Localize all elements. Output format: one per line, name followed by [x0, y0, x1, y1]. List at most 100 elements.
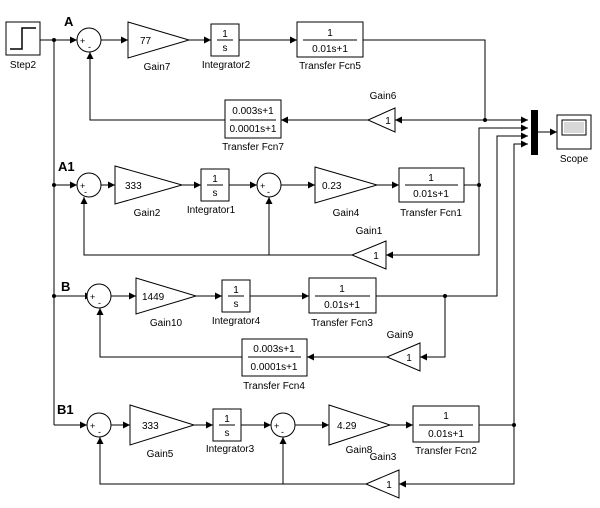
- gain-block-gain3[interactable]: 1 Gain3: [364, 452, 400, 499]
- tf-den: 0.01s+1: [428, 429, 464, 440]
- scope-block[interactable]: Scope: [556, 114, 592, 165]
- gain-block-gain6[interactable]: 1 Gain6: [366, 91, 397, 133]
- tf-num: 1: [443, 411, 449, 422]
- integrator-label: Integrator1: [187, 205, 236, 216]
- gain-block-gain4[interactable]: 0.23 Gain4: [314, 166, 379, 219]
- integrator-den: s: [223, 43, 228, 54]
- row-label-a1: A1: [58, 159, 75, 174]
- tf-den: 0.0001s+1: [230, 124, 277, 135]
- gain-label: Gain6: [370, 91, 397, 102]
- gain-label: Gain1: [356, 226, 383, 237]
- integrator-label: Integrator4: [212, 316, 261, 327]
- scope-label: Scope: [560, 154, 589, 165]
- transfer-fcn-block-fcn1[interactable]: 1 0.01s+1 Transfer Fcn1: [398, 167, 465, 219]
- sum-sign-plus: +: [260, 181, 265, 191]
- gain-label: Gain10: [150, 318, 183, 329]
- tf-den: 0.01s+1: [312, 44, 348, 55]
- sum-sign-minus: -: [98, 298, 101, 308]
- sum-block-b1[interactable]: + -: [86, 412, 112, 438]
- transfer-fcn-block-fcn2[interactable]: 1 0.01s+1 Transfer Fcn2: [412, 405, 480, 457]
- gain-value: 1: [373, 251, 379, 262]
- row-label-b1: B1: [57, 402, 74, 417]
- gain-label: Gain8: [346, 445, 373, 456]
- sum-sign-plus: +: [80, 181, 85, 191]
- gain-block-gain7[interactable]: 77 Gain7: [127, 21, 191, 73]
- tf-label: Transfer Fcn7: [222, 142, 284, 153]
- integrator-den: s: [213, 188, 218, 199]
- tf-num: 0.003s+1: [253, 344, 295, 355]
- gain-block-gain2[interactable]: 333 Gain2: [114, 165, 184, 219]
- gain-value: 4.29: [337, 421, 357, 432]
- gain-block-gain1[interactable]: 1 Gain1: [350, 226, 387, 270]
- gain-value: 333: [142, 421, 159, 432]
- gain-label: Gain3: [370, 452, 397, 463]
- mux-block[interactable]: [531, 110, 538, 155]
- tf-label: Transfer Fcn5: [299, 61, 361, 72]
- tf-label: Transfer Fcn1: [400, 208, 462, 219]
- sum-block-b[interactable]: + -: [86, 283, 112, 309]
- signal-lines: [40, 36, 557, 488]
- gain-block-gain10[interactable]: 1449 Gain10: [135, 277, 198, 329]
- integrator-block-integrator3[interactable]: 1 s Integrator3: [206, 408, 255, 455]
- tf-num: 1: [327, 28, 333, 39]
- integrator-num: 1: [224, 414, 230, 425]
- transfer-fcn-block-fcn5[interactable]: 1 0.01s+1 Transfer Fcn5: [296, 21, 364, 72]
- gain-label: Gain5: [147, 449, 174, 460]
- tf-den: 0.0001s+1: [251, 362, 298, 373]
- tf-num: 0.003s+1: [232, 106, 274, 117]
- tf-label: Transfer Fcn4: [243, 381, 305, 392]
- step-icon: [10, 27, 36, 50]
- gain-block-gain9[interactable]: 1 Gain9: [385, 330, 421, 372]
- gain-value: 1: [385, 116, 391, 127]
- sum-sign-minus: -: [98, 427, 101, 437]
- integrator-num: 1: [222, 29, 228, 40]
- tf-label: Transfer Fcn2: [415, 446, 477, 457]
- sum-block-a1-inner[interactable]: + -: [256, 172, 282, 198]
- tf-label: Transfer Fcn3: [311, 318, 373, 329]
- gain-label: Gain9: [387, 330, 414, 341]
- sum-block-a1[interactable]: + -: [76, 172, 102, 198]
- sum-sign-minus: -: [267, 187, 270, 197]
- gain-value: 1: [406, 353, 412, 364]
- integrator-label: Integrator2: [202, 60, 251, 71]
- sum-sign-plus: +: [80, 36, 85, 46]
- gain-label: Gain2: [134, 208, 161, 219]
- gain-value: 0.23: [322, 181, 342, 192]
- sum-block-b1-inner[interactable]: + -: [270, 412, 296, 438]
- integrator-block-integrator1[interactable]: 1 s Integrator1: [187, 168, 236, 216]
- gain-block-gain8[interactable]: 4.29 Gain8: [328, 404, 392, 456]
- sum-sign-plus: +: [90, 292, 95, 302]
- gain-value: 1: [386, 480, 392, 491]
- gain-value: 77: [140, 36, 152, 47]
- integrator-den: s: [225, 428, 230, 439]
- transfer-fcn-block-fcn3[interactable]: 1 0.01s+1 Transfer Fcn3: [308, 277, 377, 329]
- sum-sign-minus: -: [281, 427, 284, 437]
- step-block[interactable]: Step2: [5, 21, 41, 71]
- row-label-b: B: [61, 279, 70, 294]
- integrator-block-integrator4[interactable]: 1 s Integrator4: [212, 279, 261, 327]
- sum-sign-minus: -: [88, 42, 91, 52]
- step-label: Step2: [10, 60, 37, 71]
- tf-den: 0.01s+1: [324, 300, 360, 311]
- gain-value: 1449: [142, 292, 165, 303]
- gain-label: Gain4: [333, 208, 360, 219]
- integrator-block-integrator2[interactable]: 1 s Integrator2: [202, 23, 251, 71]
- row-label-a: A: [64, 14, 74, 29]
- integrator-num: 1: [212, 174, 218, 185]
- tf-den: 0.01s+1: [413, 189, 449, 200]
- sum-sign-plus: +: [90, 421, 95, 431]
- sum-sign-plus: +: [274, 421, 279, 431]
- gain-block-gain5[interactable]: 333 Gain5: [129, 404, 196, 460]
- gain-label: Gain7: [144, 62, 171, 73]
- integrator-den: s: [234, 299, 239, 310]
- integrator-num: 1: [233, 285, 239, 296]
- sum-block-a[interactable]: + -: [76, 27, 102, 53]
- sum-sign-minus: -: [84, 187, 87, 197]
- gain-value: 333: [125, 181, 142, 192]
- integrator-label: Integrator3: [206, 444, 255, 455]
- tf-num: 1: [428, 173, 434, 184]
- transfer-fcn-block-fcn7[interactable]: 0.003s+1 0.0001s+1 Transfer Fcn7: [222, 99, 284, 153]
- tf-num: 1: [339, 284, 345, 295]
- transfer-fcn-block-fcn4[interactable]: 0.003s+1 0.0001s+1 Transfer Fcn4: [241, 338, 308, 392]
